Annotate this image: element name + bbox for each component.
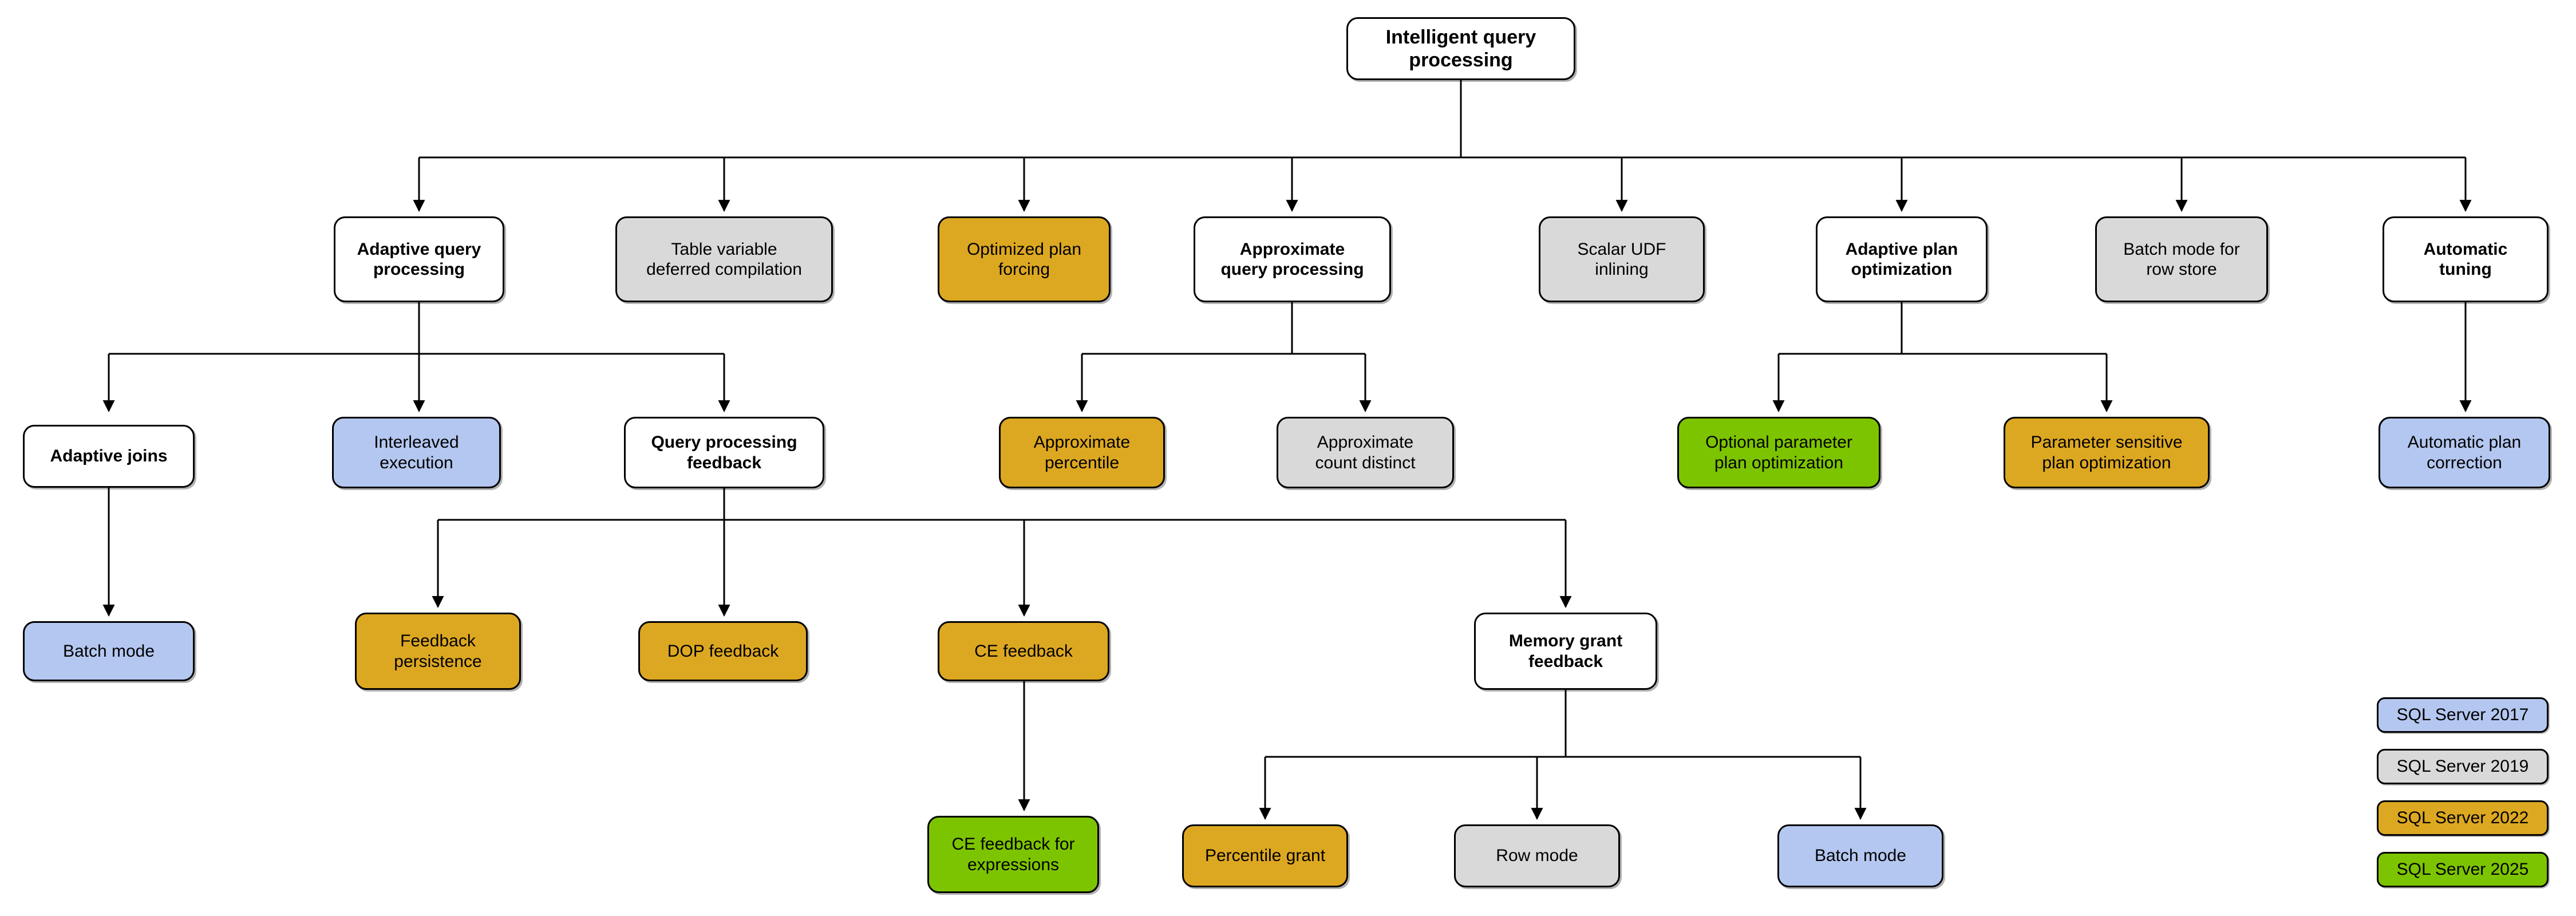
node-automatic-tuning[interactable]: Automatic tuning (2383, 216, 2549, 302)
node-batch-mode-for-row-store[interactable]: Batch mode for row store (2095, 216, 2268, 302)
node-approximate-query-processing[interactable]: Approximate query processing (1194, 216, 1391, 302)
node-optional-parameter-plan-optimization[interactable]: Optional parameter plan optimization (1677, 417, 1880, 488)
node-adaptive-joins[interactable]: Adaptive joins (23, 425, 195, 488)
node-approximate-percentile[interactable]: Approximate percentile (999, 417, 1165, 488)
node-automatic-plan-correction[interactable]: Automatic plan correction (2379, 417, 2550, 488)
node-dop-feedback[interactable]: DOP feedback (638, 621, 808, 681)
node-table-variable-deferred-compilation[interactable]: Table variable deferred compilation (615, 216, 833, 302)
node-memory-grant-feedback[interactable]: Memory grant feedback (1474, 613, 1657, 690)
node-approximate-count-distinct[interactable]: Approximate count distinct (1277, 417, 1454, 488)
legend-sql-server-2022: SQL Server 2022 (2377, 800, 2549, 836)
node-scalar-udf-inlining[interactable]: Scalar UDF inlining (1539, 216, 1705, 302)
legend-sql-server-2017: SQL Server 2017 (2377, 697, 2549, 733)
node-percentile-grant[interactable]: Percentile grant (1182, 824, 1348, 887)
node-feedback-persistence[interactable]: Feedback persistence (355, 613, 521, 690)
node-interleaved-execution[interactable]: Interleaved execution (332, 417, 501, 488)
legend-sql-server-2025: SQL Server 2025 (2377, 852, 2549, 887)
node-root[interactable]: Intelligent query processing (1346, 17, 1575, 80)
node-ce-feedback[interactable]: CE feedback (938, 621, 1109, 681)
node-query-processing-feedback[interactable]: Query processing feedback (624, 417, 824, 488)
node-ce-feedback-for-expressions[interactable]: CE feedback for expressions (927, 816, 1099, 893)
node-adaptive-query-processing[interactable]: Adaptive query processing (334, 216, 504, 302)
node-optimized-plan-forcing[interactable]: Optimized plan forcing (938, 216, 1111, 302)
node-adaptive-plan-optimization[interactable]: Adaptive plan optimization (1816, 216, 1988, 302)
legend-sql-server-2019: SQL Server 2019 (2377, 749, 2549, 784)
node-batch-mode-memory-grant[interactable]: Batch mode (1777, 824, 1943, 887)
node-batch-mode-adaptive[interactable]: Batch mode (23, 621, 195, 681)
node-row-mode[interactable]: Row mode (1454, 824, 1620, 887)
node-parameter-sensitive-plan-optimization[interactable]: Parameter sensitive plan optimization (2004, 417, 2210, 488)
